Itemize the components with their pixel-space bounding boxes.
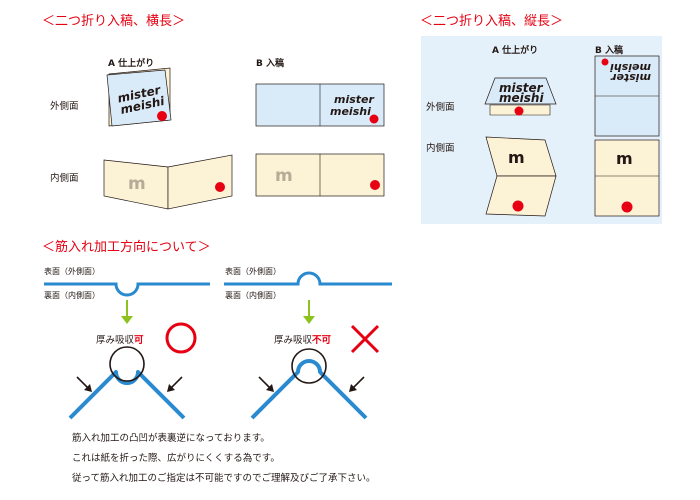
- logo-text-line2: meishi: [610, 61, 651, 74]
- right-caption-prefix: 厚み吸収: [274, 335, 313, 346]
- red-dot: [512, 200, 524, 212]
- logo-text-line1: mister: [334, 93, 374, 106]
- pointing-arrow-icon: [258, 376, 274, 392]
- left-caption-prefix: 厚み吸収: [96, 335, 135, 346]
- landscape-submitted-inner-card: m: [255, 153, 385, 197]
- red-dot: [369, 114, 379, 124]
- crease-right-diagram: [224, 271, 392, 420]
- logo-text-line2: meishi: [330, 105, 371, 118]
- pointing-arrow-icon: [349, 376, 365, 392]
- logo-mark: m: [616, 149, 633, 168]
- left-surface-back-label: 裏面（内側面）: [44, 291, 100, 300]
- left-caption: 厚み吸収可: [96, 332, 144, 346]
- logo-text-line2: meishi: [499, 91, 544, 105]
- note-line-3: 従って筋入れ加工のご指定は不可能ですのでご理解及びご了承下さい。: [72, 473, 376, 484]
- logo-mark: m: [508, 148, 525, 167]
- pointing-arrow-icon: [167, 376, 183, 392]
- logo-text-line1: mister: [499, 81, 544, 95]
- portrait-finished-inner-card: m: [485, 136, 557, 217]
- landscape-inner-label: 内側面: [50, 173, 79, 184]
- right-caption-emph: 不可: [312, 335, 332, 346]
- portrait-title: ＜二つ折り入稿、縦長＞: [420, 14, 564, 29]
- portrait-col-b-label: B 入稿: [595, 46, 623, 56]
- logo-text-line1: mister: [611, 71, 651, 84]
- landscape-finished-outer-card: mister meishi: [106, 67, 172, 127]
- portrait-col-a-label: A 仕上がり: [492, 46, 539, 56]
- landscape-title: ＜二つ折り入稿、横長＞: [42, 14, 186, 29]
- crease-left-diagram: [44, 282, 210, 420]
- landscape-submitted-outer-card: mister meishi: [255, 83, 385, 127]
- magnifier-circle: [291, 348, 327, 384]
- pointing-arrow-icon: [76, 376, 92, 392]
- right-surface-front-label: 表面（外側面）: [225, 267, 281, 276]
- magnifier-circle: [109, 346, 145, 382]
- red-dot: [601, 58, 609, 66]
- logo-mark: m: [128, 174, 146, 194]
- landscape-col-a-label: A 仕上がり: [108, 59, 155, 69]
- right-surface-back-label: 裏面（内側面）: [225, 291, 281, 300]
- landscape-col-b-label: B 入稿: [256, 59, 284, 69]
- left-surface-front-label: 表面（外側面）: [44, 267, 100, 276]
- portrait-finished-outer-card: mister meishi: [484, 77, 557, 116]
- note-line-2: これは紙を折った際、広がりにくくする為です。: [72, 453, 280, 464]
- red-dot: [157, 111, 167, 121]
- right-caption: 厚み吸収不可: [274, 332, 331, 346]
- portrait-submitted-outer-card: mister meishi: [594, 55, 660, 137]
- ok-circle-icon: [165, 322, 197, 354]
- note-line-1: 筋入れ加工の凸凹が表裏逆になっております。: [72, 433, 270, 444]
- portrait-inner-label: 内側面: [426, 143, 455, 154]
- red-dot: [514, 106, 524, 116]
- landscape-finished-inner-card: m: [103, 154, 233, 210]
- portrait-outer-label: 外側面: [426, 102, 455, 113]
- crease-title: ＜筋入れ加工方向について＞: [42, 240, 211, 255]
- red-dot: [215, 182, 225, 192]
- red-dot: [621, 201, 633, 213]
- logo-mark: m: [275, 166, 293, 186]
- landscape-outer-label: 外側面: [50, 101, 79, 112]
- red-dot: [370, 180, 380, 190]
- ng-cross-icon: [350, 324, 380, 354]
- portrait-submitted-inner-card: m: [594, 139, 660, 217]
- left-caption-emph: 可: [134, 335, 144, 346]
